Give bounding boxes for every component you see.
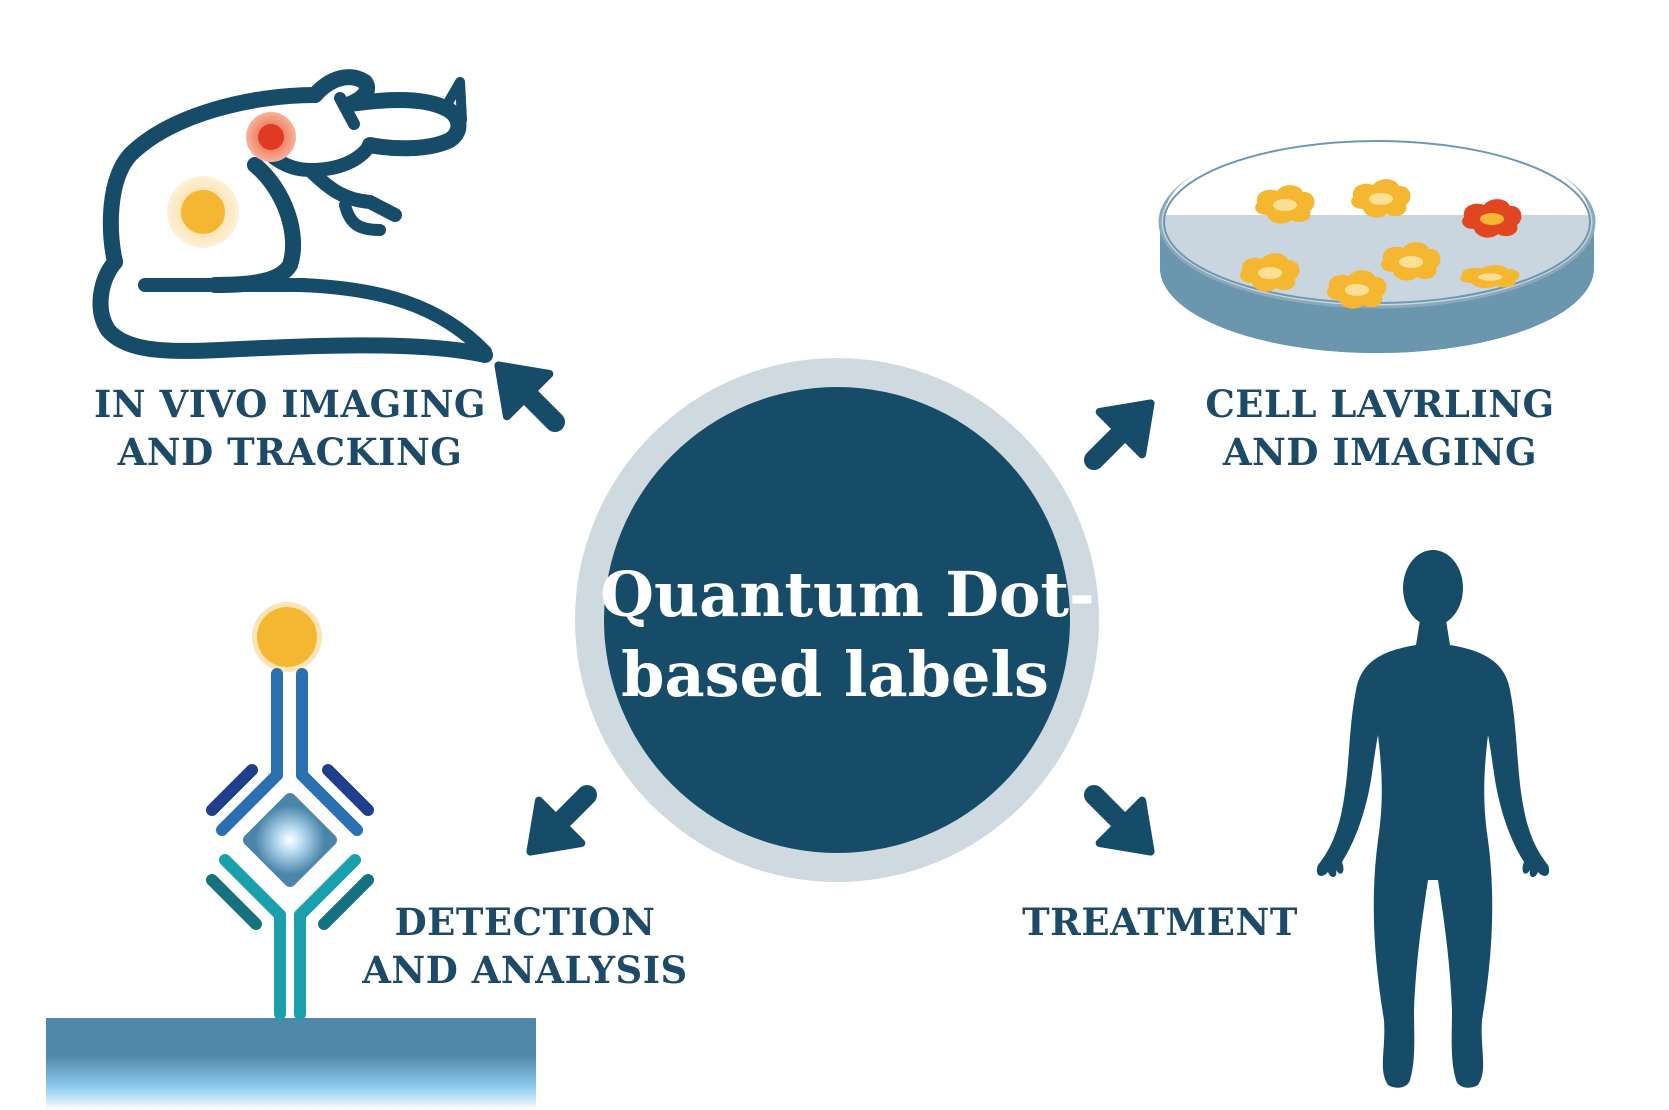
label-cell-labeling-line-2: AND IMAGING [1222, 430, 1538, 474]
human-body-icon [1316, 550, 1550, 1088]
mouse-icon [92, 69, 493, 363]
label-in-vivo-line-1: IN VIVO IMAGING [94, 382, 486, 426]
label-detection: DETECTION AND ANALYSIS [340, 898, 710, 994]
label-cell-labeling-line-1: CELL LAVRLING [1205, 382, 1555, 426]
label-cell-labeling: CELL LAVRLING AND IMAGING [1180, 380, 1580, 476]
arrow-to-cell-labeling [1084, 399, 1155, 470]
center-title-line-1: Quantum Dot- [600, 558, 1095, 631]
center-title: Quantum Dot- based labels [600, 555, 1095, 715]
cell-item [1327, 270, 1387, 309]
cell-item [1255, 185, 1315, 224]
label-detection-line-2: AND ANALYSIS [362, 948, 688, 992]
cell-item [1351, 179, 1411, 218]
center-title-line-2: based labels [621, 638, 1049, 711]
label-detection-line-1: DETECTION [394, 900, 656, 944]
petri-dish-icon [1158, 135, 1596, 353]
label-in-vivo: IN VIVO IMAGING AND TRACKING [90, 380, 490, 476]
center-node [575, 358, 1099, 882]
label-in-vivo-line-2: AND TRACKING [117, 430, 463, 474]
antibody-icon [206, 602, 374, 1020]
cell-item [1240, 253, 1300, 292]
arrow-to-in-vivo [494, 361, 565, 432]
label-treatment: TREATMENT [1010, 898, 1310, 946]
cell-item-red [1462, 199, 1522, 238]
label-treatment-line-1: TREATMENT [1022, 900, 1298, 944]
cell-group [1240, 179, 1522, 309]
mouse-yellow-dot [167, 176, 239, 248]
substrate [46, 1018, 536, 1110]
cell-item [1381, 242, 1441, 281]
arrow-to-detection [526, 785, 597, 856]
arrow-to-treatment [1084, 785, 1155, 856]
cell-item [1460, 265, 1520, 289]
mouse-red-dot [246, 112, 296, 162]
